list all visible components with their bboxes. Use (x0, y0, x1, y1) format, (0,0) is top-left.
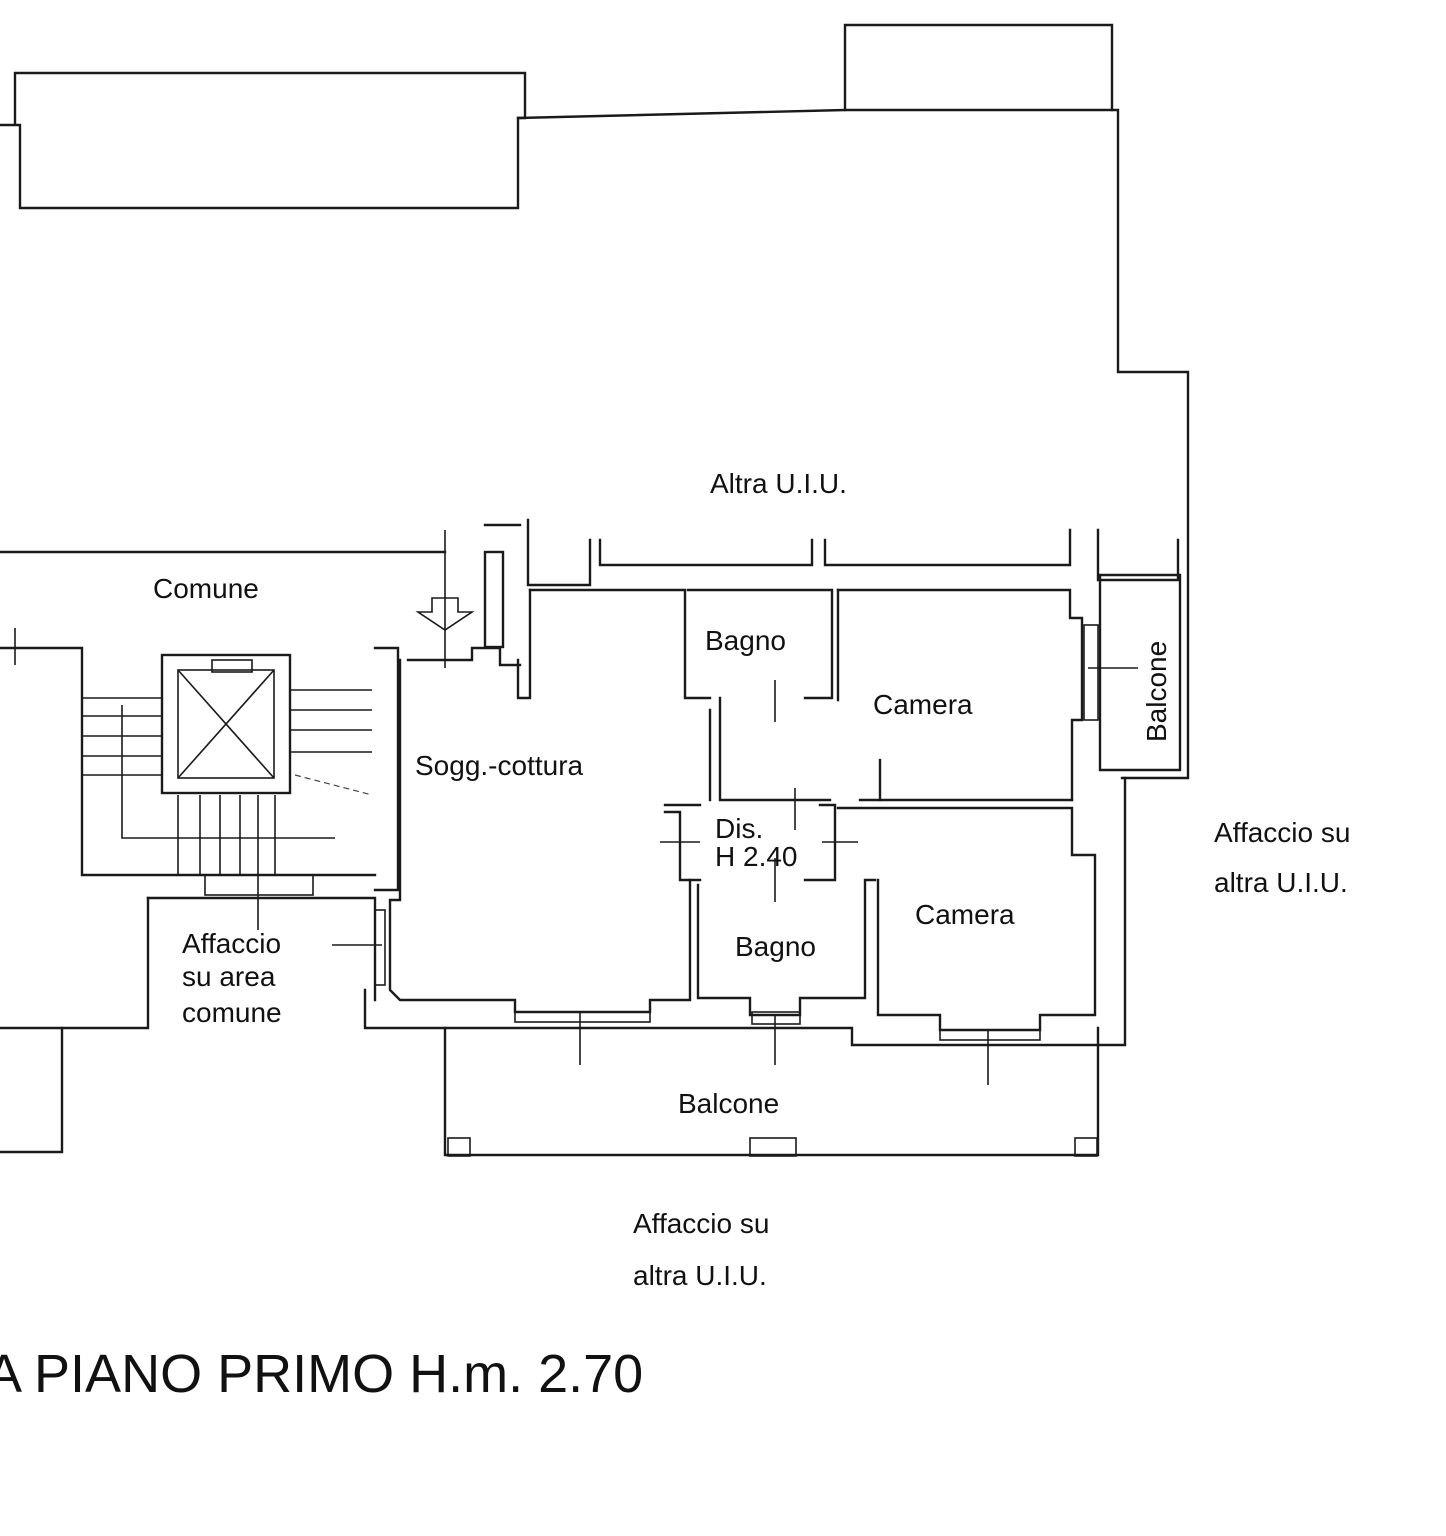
room-label-balcone-side: Balcone (1141, 641, 1172, 742)
room-label-comune: Comune (153, 573, 259, 604)
room-label-dis-height: H 2.40 (715, 841, 798, 872)
plan-title: A PIANO PRIMO H.m. 2.70 (0, 1344, 643, 1404)
room-label-bagno-2: Bagno (735, 931, 816, 962)
label-affaccio-bottom-line1: Affaccio su (633, 1208, 769, 1239)
label-affaccio-comune-line2: su area (182, 961, 276, 992)
room-label-dis: Dis. (715, 813, 763, 844)
room-label-bagno-1: Bagno (705, 625, 786, 656)
room-label-soggiorno: Sogg.-cottura (415, 750, 584, 781)
room-label-camera-2: Camera (915, 899, 1015, 930)
label-affaccio-bottom-line2: altra U.I.U. (633, 1260, 767, 1291)
walls (0, 23, 1190, 1157)
room-label-altra-uiu: Altra U.I.U. (710, 468, 847, 499)
room-label-balcone-bottom: Balcone (678, 1088, 779, 1119)
label-affaccio-comune-line1: Affaccio (182, 928, 281, 959)
label-affaccio-right-line1: Affaccio su (1214, 817, 1350, 848)
label-affaccio-comune-line3: comune (182, 997, 282, 1028)
label-affaccio-right-line2: altra U.I.U. (1214, 867, 1348, 898)
room-label-camera-1: Camera (873, 689, 973, 720)
